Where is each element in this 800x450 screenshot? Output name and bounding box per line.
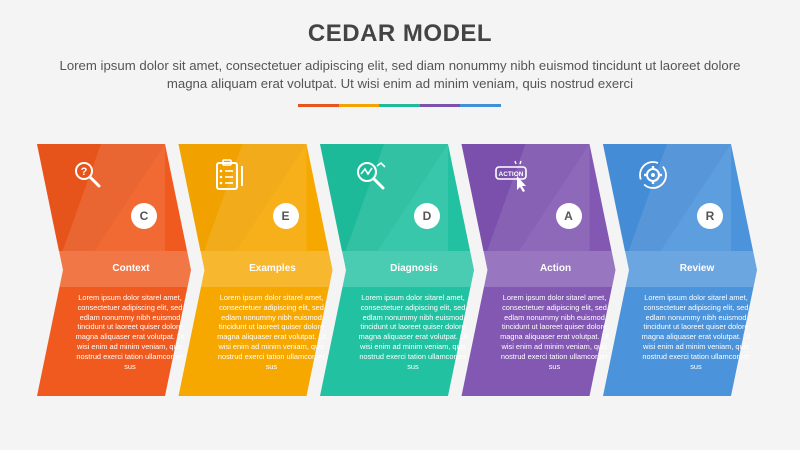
step-label: Diagnosis <box>390 263 438 274</box>
letter-badge: E <box>272 203 299 229</box>
step-description: Lorem ipsum dolor sitarel amet, consecte… <box>358 293 468 371</box>
step-label: Review <box>679 263 715 274</box>
divider-segment-5 <box>460 104 501 107</box>
divider-segment-1 <box>298 104 339 107</box>
label-band <box>342 251 474 287</box>
label-band <box>59 251 192 287</box>
letter-badge: D <box>414 203 440 229</box>
divider-segment-3 <box>379 104 420 107</box>
letter-badge: C <box>131 203 157 229</box>
review-cycle-gear-icon <box>636 158 670 192</box>
svg-text:ACTION: ACTION <box>498 171 523 178</box>
label-band <box>625 251 757 287</box>
step-description: Lorem ipsum dolor sitarel amet, consecte… <box>641 293 751 371</box>
chevron-facet <box>461 144 590 251</box>
step-description: Lorem ipsum dolor sitarel amet, consecte… <box>500 293 609 371</box>
step-description: Lorem ipsum dolor sitarel amet, consecte… <box>75 293 185 371</box>
chevron-facet <box>178 144 307 251</box>
analysis-magnifier-icon <box>353 158 387 192</box>
action-button-click-icon: ACTION <box>494 158 529 192</box>
step-label: Context <box>112 263 150 274</box>
page-subtitle: Lorem ipsum dolor sit amet, consectetuer… <box>59 58 741 91</box>
label-band <box>200 251 333 287</box>
letter-badge: A <box>555 203 582 229</box>
search-question-icon: ? <box>70 158 104 192</box>
chevron-facet <box>37 144 165 251</box>
color-divider <box>298 104 501 107</box>
chevron-facet <box>320 144 448 251</box>
letter-badge: R <box>697 203 723 229</box>
label-band <box>483 251 616 287</box>
page-title: CEDAR MODEL <box>307 20 493 47</box>
step-description: Lorem ipsum dolor sitarel amet, consecte… <box>217 293 326 371</box>
svg-text:?: ? <box>81 166 88 178</box>
chevron-facet <box>603 144 731 251</box>
clipboard-list-icon <box>212 158 246 192</box>
step-label: Examples <box>249 263 296 274</box>
divider-segment-4 <box>419 104 461 107</box>
step-label: Action <box>539 263 572 274</box>
divider-segment-2 <box>338 104 380 107</box>
